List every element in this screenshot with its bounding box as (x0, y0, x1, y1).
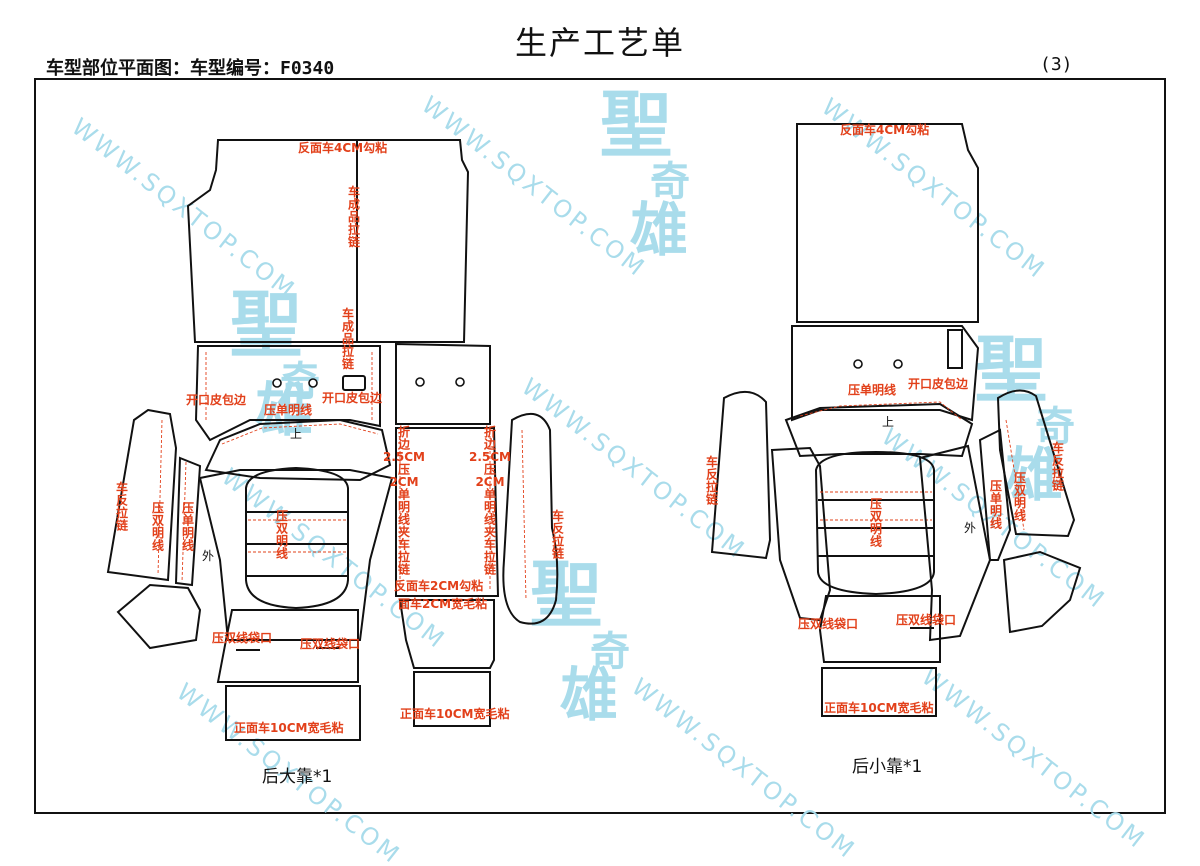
label-zipper-top-text: 车成品拉链 (348, 184, 361, 249)
page-number: (3) (1040, 54, 1073, 75)
label-center-double-text: 压双明线 (276, 509, 288, 561)
watermark-logo: 聖 (975, 327, 1047, 412)
watermark-logo: 奇 (1035, 403, 1075, 450)
label-right-side-left-zip-text: 车反拉链 (706, 454, 719, 507)
label-side-left-zip-text: 车反拉链 (116, 480, 129, 533)
label-right-side-double-text: 压双明线 (1014, 471, 1026, 523)
label-side-left-zip: 车反拉链 (116, 480, 129, 533)
page-title: 生产工艺单 (514, 24, 685, 62)
watermark-url: WWW.SQXTOP.COM (916, 663, 1151, 855)
label-side-left-single-text: 压单明线 (182, 501, 194, 553)
watermark-logo: 聖 (530, 552, 602, 637)
label-right-center-double: 压双明线 (870, 497, 882, 549)
label-top-panel-right: 反面车4CM勾粘 (840, 122, 929, 137)
label-up-mark-right: 上 (882, 415, 894, 429)
label-right-side-single: 压单明线 (990, 479, 1002, 531)
label-right-side-left-zip: 车反拉链 (706, 454, 719, 507)
right-pattern-pieces (710, 123, 1082, 717)
label-side-left-double-text: 压双明线 (152, 501, 164, 553)
label-outer-mark: 外 (202, 549, 214, 563)
label-right-side-far-zip: 车反拉链 (1052, 440, 1065, 493)
label-side-right-zip: 车反拉链 (552, 508, 565, 561)
label-press-single-right: 压单明线 (848, 382, 896, 397)
watermark-url: WWW.SQXTOP.COM (816, 93, 1051, 285)
label-outer-mark-right: 外 (964, 521, 976, 535)
watermark-logo: 雄 (630, 196, 688, 264)
watermark-logo: 雄 (560, 661, 618, 729)
watermark-logo: 雄 (255, 376, 313, 444)
label-right-side-single-text: 压单明线 (990, 479, 1002, 531)
label-zipper-mid: 车成品拉链 (342, 306, 355, 371)
watermark-url: WWW.SQXTOP.COM (216, 463, 451, 655)
right-labels: 反面车4CM勾粘 开口皮包边 压单明线 上 外 压双线袋口 压双线袋口 正面车1… (706, 122, 1065, 777)
left-labels: 反面车4CM勾粘 开口皮包边 开口皮包边 压单明线 上 外 反面车2CM勾粘 面… (116, 140, 565, 787)
left-pattern-pieces (106, 139, 559, 741)
label-up-mark: 上 (290, 427, 302, 441)
model-subtitle: 车型部位平面图：车型编号：F0340 (46, 58, 335, 79)
watermark-logo: 聖 (230, 282, 302, 367)
label-velcro-bottom-right-group: 正面车10CM宽毛粘 (824, 700, 933, 715)
label-side-left-double: 压双明线 (152, 501, 164, 553)
label-open-edge-left: 开口皮包边 (186, 392, 247, 407)
label-zipper-mid-text: 车成品拉链 (342, 306, 355, 371)
caption-left: 后大靠*1 (262, 767, 332, 787)
label-velcro-bottom-right: 正面车10CM宽毛粘 (400, 706, 509, 721)
watermark-logo: 奇 (650, 158, 690, 205)
label-open-edge-right: 开口皮包边 (322, 390, 383, 405)
label-right-side-double: 压双明线 (1014, 471, 1026, 523)
label-pocket-right: 压双线袋口 (300, 636, 360, 651)
label-zipper-top: 车成品拉链 (348, 184, 361, 249)
caption-right: 后小靠*1 (852, 757, 922, 777)
label-right-side-far-zip-text: 车反拉链 (1052, 440, 1065, 493)
label-pocket-left: 压双线袋口 (212, 630, 272, 645)
label-side-left-single: 压单明线 (182, 501, 194, 553)
label-top-panel: 反面车4CM勾粘 (298, 140, 387, 155)
label-pocket-left-right: 压双线袋口 (798, 616, 858, 631)
watermark-logo: 聖 (600, 82, 672, 167)
watermark-url: WWW.SQXTOP.COM (66, 113, 301, 305)
diagram-frame (34, 78, 1166, 814)
label-center-double: 压双明线 (276, 509, 288, 561)
watermark-logo: 奇 (590, 628, 630, 675)
label-pocket-right-right: 压双线袋口 (896, 612, 956, 627)
label-velcro-2cm: 面车2CM宽毛粘 (398, 596, 487, 611)
label-right-center-double-text: 压双明线 (870, 497, 882, 549)
label-side-right-zip-text: 车反拉链 (552, 508, 565, 561)
label-press-single-top: 压单明线 (264, 402, 312, 417)
label-open-edge-right-group: 开口皮包边 (908, 376, 969, 391)
label-velcro-bottom-left: 正面车10CM宽毛粘 (234, 720, 343, 735)
label-hook-2cm: 反面车2CM勾粘 (394, 578, 483, 593)
